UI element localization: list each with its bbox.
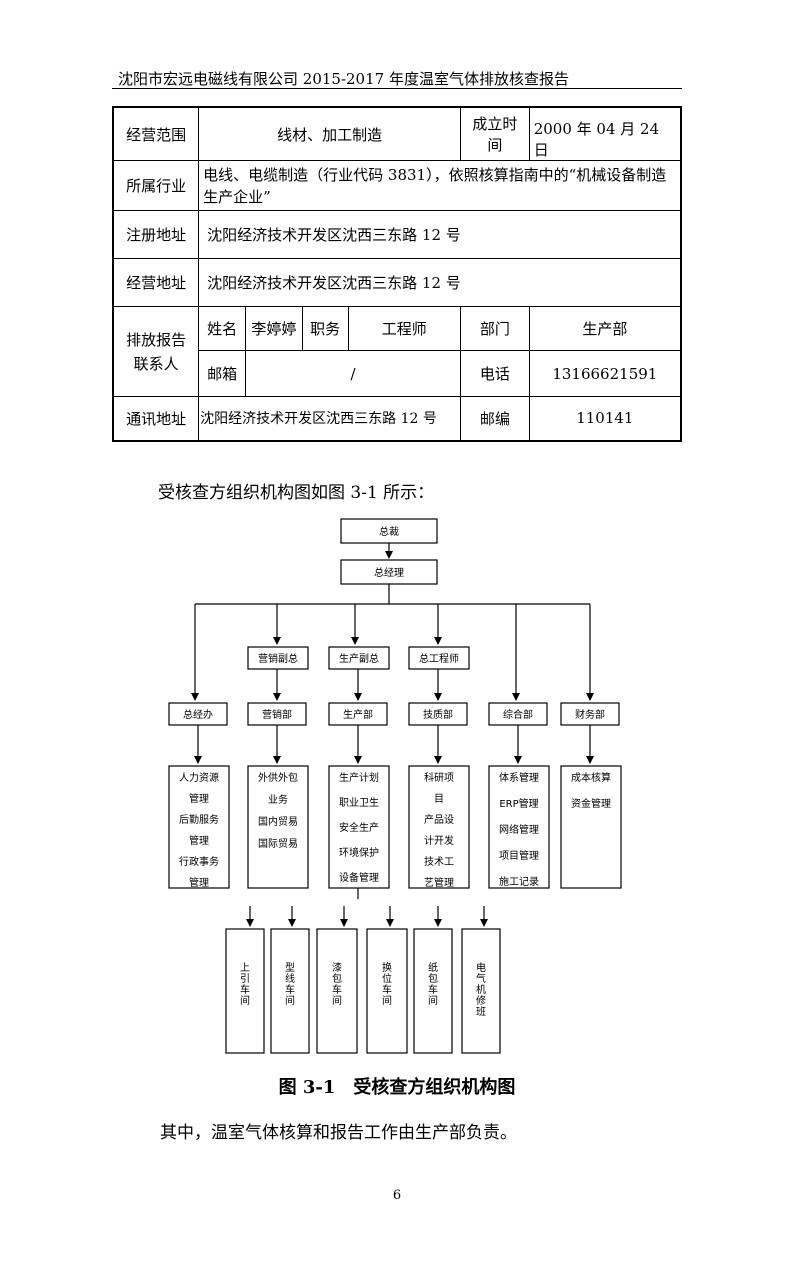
ceo-label: 总裁 — [379, 525, 399, 538]
page-number: 6 — [392, 1188, 402, 1203]
scope-label: 经营范围 — [112, 106, 200, 161]
workshop-label-5: 电气机修班 — [476, 961, 486, 1018]
duty-line-3-3: 计开发 — [424, 834, 454, 847]
position-value: 工程师 — [347, 306, 462, 351]
workshop-label-0: 上引车间 — [240, 962, 250, 1007]
workshop-box-2 — [316, 928, 358, 1054]
duty-line-2-2: 安全生产 — [339, 821, 379, 834]
chief-eng-box — [408, 646, 470, 670]
duty-line-2-4: 设备管理 — [339, 871, 379, 884]
chief-eng-label: 总工程师 — [419, 652, 459, 665]
duty-line-3-2: 产品设 — [424, 813, 454, 826]
dept-label-1: 营销部 — [262, 708, 292, 721]
duty-box-2 — [328, 765, 390, 889]
duty-line-4-1: ERP管理 — [499, 797, 538, 810]
duty-line-1-0: 外供外包 — [258, 771, 298, 784]
dept-label-5: 财务部 — [575, 708, 605, 721]
dept-label-3: 技质部 — [423, 708, 453, 721]
scope-value: 线材、加工制造 — [198, 106, 461, 161]
workshop-label-4: 纸包车间 — [428, 961, 438, 1007]
duty-line-4-0: 体系管理 — [499, 771, 539, 784]
duty-line-2-1: 职业卫生 — [339, 796, 379, 809]
email-label: 邮箱 — [198, 350, 246, 397]
vp-sales-box — [247, 646, 309, 670]
outro-paragraph: 其中，温室气体核算和报告工作由生产部负责。 — [160, 1123, 517, 1143]
duty-line-3-1: 目 — [434, 794, 444, 805]
industry-value: 电线、电缆制造（行业代码 3831），依照核算指南中的“机械设备制造生产企业” — [198, 160, 682, 211]
reg-addr-label: 注册地址 — [112, 210, 200, 259]
reg-addr-value: 沈阳经济技术开发区沈西三东路 12 号 — [198, 210, 682, 259]
dept-label: 部门 — [460, 306, 530, 351]
workshop-box-5 — [461, 928, 501, 1054]
duty-line-0-1: 管理 — [189, 792, 209, 805]
duty-line-4-2: 网络管理 — [499, 823, 539, 836]
duty-line-0-2: 后勤服务 — [179, 813, 219, 826]
workshop-box-3 — [366, 928, 408, 1054]
duty-line-2-0: 生产计划 — [339, 771, 379, 784]
duty-line-1-1: 业务 — [268, 793, 288, 806]
industry-label: 所属行业 — [112, 160, 200, 211]
workshop-box-0 — [225, 928, 265, 1054]
duty-line-0-5: 管理 — [189, 876, 209, 889]
gm-label: 总经理 — [374, 566, 404, 579]
duty-box-5 — [560, 765, 622, 889]
figure-caption: 图 3-1 受核查方组织机构图 — [278, 1077, 516, 1098]
header-rule — [112, 88, 682, 89]
duty-line-5-0: 成本核算 — [571, 771, 611, 784]
workshop-box-1 — [270, 928, 310, 1054]
duty-box-3 — [408, 765, 470, 889]
running-header: 沈阳市宏远电磁线有限公司 2015-2017 年度温室气体排放核查报告 — [118, 70, 569, 88]
duty-line-5-1: 资金管理 — [571, 797, 611, 810]
duty-line-4-3: 项目管理 — [499, 849, 539, 862]
duty-box-0 — [168, 765, 230, 889]
org-chart: 总裁 总经理 营销副总 生产副总 总工程师 总经办 营销部 生产部 技质部 综合… — [168, 518, 622, 1054]
duty-line-2-3: 环境保护 — [339, 846, 379, 859]
postcode-value: 110141 — [528, 396, 682, 441]
biz-addr-value: 沈阳经济技术开发区沈西三东路 12 号 — [198, 258, 682, 307]
duty-line-0-4: 行政事务 — [179, 855, 219, 868]
company-info-table: 经营范围 线材、加工制造 成立时间 2000 年 04 月 24 日 所属行业 … — [112, 106, 682, 442]
duty-line-1-2: 国内贸易 — [258, 815, 298, 828]
dept-label-4: 综合部 — [503, 708, 533, 721]
duty-line-0-3: 管理 — [189, 834, 209, 847]
phone-value: 13166621591 — [528, 350, 682, 397]
duty-text-group: 人力资源管理后勤服务管理行政事务管理外供外包业务国内贸易国际贸易生产计划职业卫生… — [179, 771, 611, 889]
intro-paragraph: 受核查方组织机构图如图 3-1 所示： — [158, 483, 435, 503]
workshop-label-3: 换位车间 — [382, 961, 392, 1007]
email-value: / — [245, 350, 461, 397]
phone-label: 电话 — [460, 350, 530, 397]
contact-label: 排放报告联系人 — [112, 306, 200, 397]
dept-label-2: 生产部 — [343, 708, 373, 721]
founded-label: 成立时间 — [460, 106, 530, 161]
vp-prod-label: 生产副总 — [339, 652, 379, 665]
position-label: 职务 — [301, 306, 349, 351]
workshop-label-2: 漆包车间 — [332, 961, 342, 1007]
postcode-label: 邮编 — [460, 396, 530, 441]
workshop-box-4 — [413, 928, 453, 1054]
vp-prod-box — [328, 646, 390, 670]
mail-addr-label: 通讯地址 — [112, 396, 200, 441]
duty-line-4-4: 施工记录 — [499, 875, 539, 888]
duty-box-1 — [247, 765, 309, 889]
name-value: 李婷婷 — [245, 306, 303, 351]
workshop-label-1: 型线车间 — [285, 961, 295, 1007]
duty-box-4 — [488, 765, 550, 889]
dept-value: 生产部 — [528, 306, 682, 351]
duty-line-1-3: 国际贸易 — [258, 838, 298, 850]
workshop-text-group: 上引车间 型线车间 漆包车间 换位车间 纸包车间 电气机修班 — [240, 961, 486, 1018]
duty-line-3-4: 技术工 — [424, 855, 454, 868]
founded-value: 2000 年 04 月 24 日 — [528, 106, 682, 161]
vp-sales-label: 营销副总 — [258, 652, 298, 665]
biz-addr-label: 经营地址 — [112, 258, 200, 307]
name-label: 姓名 — [198, 306, 246, 351]
dept-label-0: 总经办 — [183, 708, 213, 721]
duty-line-3-0: 科研项 — [424, 771, 454, 784]
duty-line-0-0: 人力资源 — [179, 771, 219, 784]
mail-addr-value: 沈阳经济技术开发区沈西三东路 12 号 — [198, 396, 461, 441]
duty-line-3-5: 艺管理 — [424, 876, 454, 889]
